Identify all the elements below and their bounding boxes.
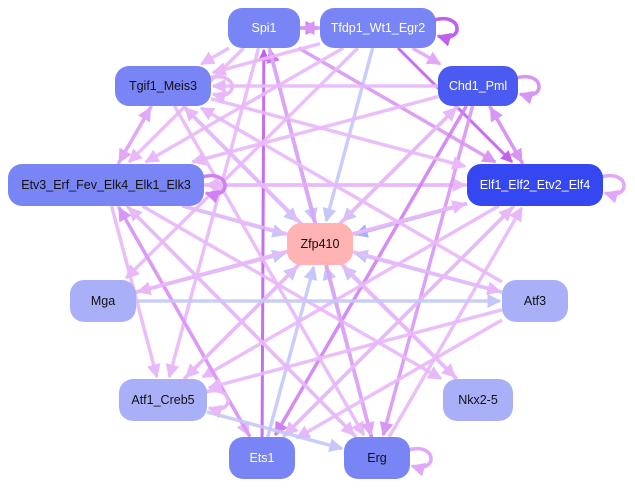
edge-tfdp1-to-etv3 xyxy=(144,46,345,164)
self-loop-chd1 xyxy=(515,74,541,105)
node-zfp410[interactable]: Zfp410 xyxy=(287,223,353,265)
node-label: Mga xyxy=(90,294,116,308)
node-label: Erg xyxy=(367,451,387,465)
edge-tgif1-to-elf1 xyxy=(210,97,467,170)
edge-elf1-to-chd1 xyxy=(489,106,525,165)
node-label: Zfp410 xyxy=(300,237,340,251)
node-label: Tgif1_Meis3 xyxy=(128,79,198,93)
node-etv3[interactable]: Etv3_Erf_Fev_Elk4_Elk1_Elk3 xyxy=(8,164,204,206)
node-label: Etv3_Erf_Fev_Elk4_Elk1_Elk3 xyxy=(21,178,191,192)
node-label: Atf1_Creb5 xyxy=(131,393,195,407)
node-spi1[interactable]: Spi1 xyxy=(228,8,300,48)
node-atf1[interactable]: Atf1_Creb5 xyxy=(119,379,207,421)
node-mga[interactable]: Mga xyxy=(70,280,136,322)
node-label: Elf1_Elf2_Etv2_Elf4 xyxy=(479,178,591,192)
edge-etv3-to-nkx25 xyxy=(141,204,443,381)
edge-chd1-to-ets1 xyxy=(273,105,468,437)
node-atf3[interactable]: Atf3 xyxy=(502,280,568,322)
node-label: Ets1 xyxy=(249,451,275,465)
edge-etv3-to-tgif1 xyxy=(116,106,152,165)
edge-spi1-to-tgif1 xyxy=(200,46,231,66)
edge-tfdp1-to-chd1 xyxy=(411,46,442,66)
node-label: Chd1_Pml xyxy=(448,79,508,93)
node-label: Spi1 xyxy=(251,21,277,35)
self-loop-etv3 xyxy=(201,173,227,204)
node-tfdp1[interactable]: Tfdp1_Wt1_Egr2 xyxy=(320,8,436,48)
node-nkx25[interactable]: Nkx2-5 xyxy=(443,379,513,421)
edge-elf1-to-ets1 xyxy=(283,204,516,437)
self-loop-tfdp1 xyxy=(433,16,459,47)
edge-chd1-to-etv3 xyxy=(191,94,439,166)
node-elf1[interactable]: Elf1_Elf2_Etv2_Elf4 xyxy=(467,164,603,206)
node-label: Nkx2-5 xyxy=(458,393,498,407)
node-ets1[interactable]: Ets1 xyxy=(229,437,295,479)
node-tgif1[interactable]: Tgif1_Meis3 xyxy=(115,66,211,106)
node-erg[interactable]: Erg xyxy=(344,437,410,479)
edge-atf3-to-atf1 xyxy=(207,308,503,392)
edge-atf3-to-tgif1 xyxy=(199,106,503,284)
self-loop-tgif1 xyxy=(208,74,234,105)
edge-ets1-to-zfp410 xyxy=(266,265,318,438)
self-loop-erg xyxy=(407,446,433,477)
self-loop-elf1 xyxy=(600,173,626,204)
node-label: Tfdp1_Wt1_Egr2 xyxy=(330,21,426,35)
edge-elf1-to-atf1 xyxy=(201,204,500,379)
node-chd1[interactable]: Chd1_Pml xyxy=(438,66,518,106)
edge-ets1-to-spi1 xyxy=(257,48,270,438)
self-loop-atf1 xyxy=(204,388,230,419)
edge-atf3-to-ets1 xyxy=(295,318,503,440)
node-label: Atf3 xyxy=(523,294,547,308)
edge-tfdp1-to-tgif1 xyxy=(211,41,321,76)
edge-atf1-to-erg xyxy=(206,410,344,452)
